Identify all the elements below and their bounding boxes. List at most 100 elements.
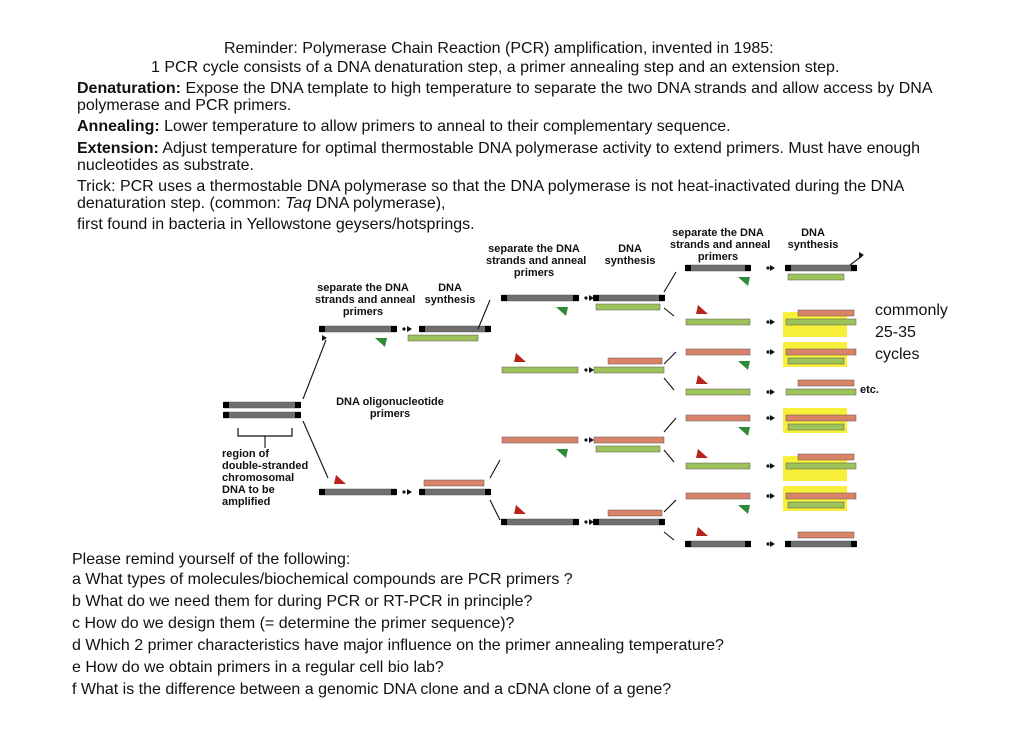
- small-arrow-dot: [584, 368, 588, 372]
- strand-end-cap: [745, 541, 751, 547]
- label-line: separate the DNA: [488, 243, 580, 255]
- cycle2-template: [501, 518, 579, 526]
- question-b: b What do we need them for during PCR or…: [72, 593, 533, 610]
- label-line: strands and anneal: [486, 255, 587, 267]
- small-arrow-dot: [766, 494, 770, 498]
- cycle1-template-bottom: [319, 488, 397, 496]
- strand-end-cap: [659, 295, 665, 301]
- arrow-line: [477, 299, 491, 330]
- label-line: primers: [342, 306, 384, 318]
- green-primer: [556, 449, 568, 458]
- cycle1-product-top: [419, 325, 491, 333]
- label-line: primers: [513, 267, 555, 279]
- label-line: double-stranded: [222, 460, 309, 472]
- cycle3-template: [685, 388, 751, 396]
- green-primer: [738, 277, 750, 286]
- step-term: Extension:: [77, 140, 159, 157]
- strand-end-cap: [593, 295, 599, 301]
- arrow-line: [489, 459, 501, 479]
- strand-end-cap: [685, 541, 691, 547]
- step-denaturation: Denaturation: Expose the DNA template to…: [77, 80, 957, 114]
- step-text: Expose the DNA template to high temperat…: [77, 80, 932, 114]
- arrow-line: [663, 417, 677, 433]
- small-arrow-dot: [766, 542, 770, 546]
- cycle1-new-red: [423, 479, 485, 487]
- label-oligo-primers: DNA oligonucleotide primers: [330, 396, 450, 420]
- cycle3-product-template: [785, 414, 857, 422]
- arrow-head: [322, 335, 327, 341]
- cycle2-new-red: [607, 509, 663, 517]
- arrow-line: [489, 499, 501, 521]
- original-strand-top: [223, 401, 301, 409]
- region-bracket: [237, 428, 293, 437]
- strand-end-cap: [295, 412, 301, 418]
- small-arrow-dot: [766, 390, 770, 394]
- red-primer: [514, 505, 526, 514]
- small-arrow-dot: [766, 416, 770, 420]
- arrow-head: [589, 367, 594, 373]
- arrow-head: [770, 415, 775, 421]
- arrow-head: [770, 541, 775, 547]
- small-arrow-dot: [402, 327, 406, 331]
- strand-end-cap: [745, 265, 751, 271]
- small-arrow-dot: [584, 296, 588, 300]
- strand-end-cap: [419, 326, 425, 332]
- arrow-line: [849, 255, 863, 266]
- step-term: Denaturation:: [77, 80, 181, 97]
- label-synthesis-1: DNA synthesis: [420, 282, 480, 306]
- strand-end-cap: [391, 326, 397, 332]
- label-synthesis-3: DNA synthesis: [783, 227, 843, 251]
- label-separate-2: separate the DNA strands and anneal prim…: [486, 243, 587, 279]
- header-line-2: 1 PCR cycle consists of a DNA denaturati…: [151, 59, 840, 76]
- arrow-head: [859, 252, 864, 258]
- cycle3-product-template: [785, 492, 857, 500]
- trick-before: Trick: PCR uses a thermostable DNA polym…: [77, 178, 904, 212]
- arrow-line: [663, 531, 675, 541]
- red-primer: [514, 353, 526, 362]
- strand-end-cap: [319, 326, 325, 332]
- arrow-line: [663, 351, 677, 365]
- small-arrow-dot: [766, 464, 770, 468]
- cycle3-new-red: [797, 379, 855, 387]
- label-line: synthesis: [424, 294, 476, 306]
- strand-end-cap: [223, 412, 229, 418]
- label-line: strands and anneal: [670, 239, 771, 251]
- strand-end-cap: [485, 489, 491, 495]
- red-primer: [696, 449, 708, 458]
- arrow-line: [663, 307, 675, 317]
- label-etc: etc.: [860, 384, 879, 396]
- label-line: separate the DNA: [317, 282, 409, 294]
- arrow-line: [663, 449, 675, 463]
- cycle3-product-template: [785, 264, 857, 272]
- strand-end-cap: [485, 326, 491, 332]
- cycle2-product-template: [593, 294, 665, 302]
- label-line: amplified: [222, 496, 271, 508]
- label-line: region of: [222, 448, 270, 460]
- label-line: DNA: [618, 243, 642, 255]
- arrow-head: [770, 493, 775, 499]
- cycle2-new-green: [595, 303, 661, 311]
- cycle3-new-red: [797, 453, 855, 461]
- cycle3-new-red: [797, 309, 855, 317]
- strand-end-cap: [419, 489, 425, 495]
- strand-end-cap: [573, 519, 579, 525]
- small-arrow-dot: [584, 438, 588, 442]
- cycle3-template: [685, 540, 751, 548]
- label-line: DNA to be: [222, 484, 275, 496]
- arrow-head: [407, 326, 412, 332]
- cycle1-product-bottom: [419, 488, 491, 496]
- cycle3-template: [685, 414, 751, 422]
- label-line: DNA oligonucleotide: [336, 396, 444, 408]
- cycle3-new-green: [787, 273, 845, 281]
- strand-end-cap: [391, 489, 397, 495]
- label-line: primers: [369, 408, 411, 420]
- red-primer: [334, 475, 346, 484]
- cycle3-product-template: [785, 348, 857, 356]
- strand-end-cap: [785, 265, 791, 271]
- strand-end-cap: [851, 541, 857, 547]
- trick-italic: Taq: [285, 195, 312, 212]
- cycle3-template: [685, 462, 751, 470]
- label-line: synthesis: [787, 239, 839, 251]
- original-strand-bottom: [223, 411, 301, 419]
